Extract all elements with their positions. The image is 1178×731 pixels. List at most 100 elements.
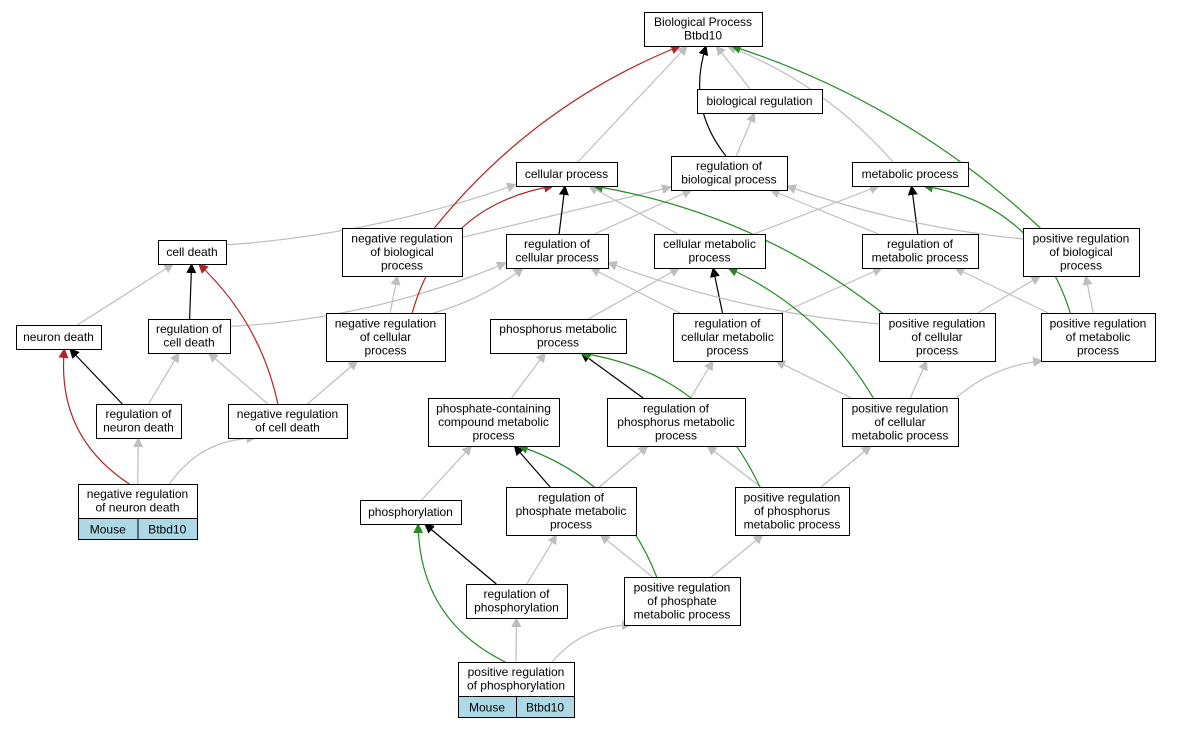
term-box (735, 487, 850, 536)
edge-posregcellmet-to-cellmet (727, 267, 874, 399)
term-box (852, 162, 969, 187)
term-label-line: cellular process (525, 167, 608, 181)
edge-posregphosmet-to-phosmet (579, 349, 761, 488)
edge-posregcellmet-to-posregmet (955, 356, 1044, 399)
annotation-gene: Btbd10 (526, 701, 564, 715)
term-label-line: phosphate-containing (436, 401, 551, 415)
term-label-line: compound metabolic (438, 415, 549, 429)
edge-posregmet-to-posregbio (1082, 275, 1094, 314)
term-label-line: regulation of (887, 237, 954, 251)
term-label-line: metabolic process (872, 251, 969, 265)
term-label-line: of metabolic (1066, 330, 1131, 344)
term-box (78, 484, 198, 519)
term-label-line: phosphorylation (474, 601, 559, 615)
term-label-line: biological process (681, 173, 776, 187)
term-label-line: process (537, 336, 579, 350)
edge-regphosphorylation-to-regphosphatemet (526, 534, 558, 585)
term-node-bioreg[interactable]: biological regulation (697, 89, 823, 114)
term-label-line: regulation of (483, 587, 550, 601)
term-node-phosphorylation[interactable]: phosphorylation (360, 500, 462, 525)
term-label-line: of phosphorylation (467, 679, 565, 693)
edge-regcellmet-to-regcell (589, 267, 681, 314)
edge-celldeath-to-cellproc (225, 182, 517, 246)
term-label-line: metabolic process (634, 607, 731, 621)
term-label-line: phosphorus metabolic (499, 322, 616, 336)
edge-regneurondeath-to-regcelldeath (148, 352, 180, 405)
term-box (506, 234, 609, 269)
term-label-line: of cellular (911, 330, 962, 344)
term-box (16, 325, 102, 350)
term-label-line: process (364, 343, 406, 357)
term-label-line: of biological (1049, 245, 1112, 259)
term-label-line: regulation of (538, 490, 605, 504)
term-label-line: cellular metabolic (681, 330, 774, 344)
term-box (607, 398, 746, 447)
term-node-celldeath[interactable]: cell death (158, 240, 227, 265)
term-label-line: positive regulation (889, 316, 986, 330)
term-node-cellproc[interactable]: cellular process (516, 162, 618, 187)
term-node-neurondeath[interactable]: neuron death (16, 325, 102, 350)
term-label-line: cellular metabolic (663, 237, 756, 251)
edge-regphosmet-to-phosmet (580, 352, 644, 399)
term-label-line: positive regulation (852, 401, 949, 415)
term-box (96, 404, 182, 439)
edge-regcelldeath-to-regcell (229, 261, 507, 328)
edge-negregneurondeath-to-negregcelldeath (168, 433, 257, 485)
edge-posregmet-to-metproc (922, 182, 1071, 314)
term-label-line: Btbd10 (684, 29, 722, 43)
term-label-line: process (688, 251, 730, 265)
edge-posregcellmet-to-regcellmet (775, 360, 852, 399)
term-box (228, 404, 348, 439)
term-label-line: negative regulation (351, 231, 452, 245)
term-box (644, 12, 763, 47)
term-box (697, 89, 823, 114)
annotation-cell-gene (137, 518, 198, 540)
term-box (158, 240, 227, 265)
edge-negregcellproc-to-negregbio (389, 275, 401, 314)
term-node-metproc[interactable]: metabolic process (852, 162, 969, 187)
term-box (879, 313, 996, 362)
term-box (516, 162, 618, 187)
edge-cellmet-to-cellproc (587, 185, 679, 235)
edge-posregcellmet-to-posregcell (909, 360, 928, 399)
term-box (673, 313, 783, 362)
edge-cellmet-to-metproc (753, 184, 880, 235)
edge-regmet-to-regbio (769, 188, 879, 235)
term-label-line: neuron death (103, 421, 174, 435)
edge-posregcell-to-cellproc (592, 182, 883, 314)
edge-negregcelldeath-to-celldeath (198, 263, 279, 405)
edge-posregphosmet-to-regphosmet (706, 445, 762, 488)
edge-regcellmet-to-regmet (780, 267, 883, 314)
edge-posregcell-to-regcell (607, 261, 880, 325)
term-box (624, 577, 741, 626)
edges-layer (58, 44, 1094, 663)
edge-negregcellproc-to-cellproc (411, 182, 555, 314)
term-box (360, 500, 462, 525)
edge-regmet-to-metproc (907, 185, 919, 235)
